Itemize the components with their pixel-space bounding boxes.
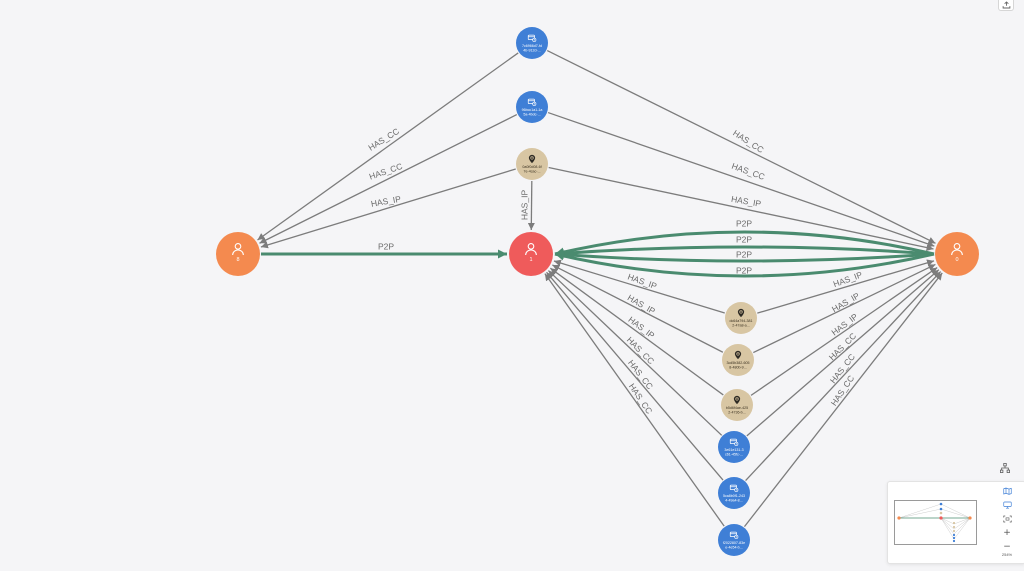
relationship-edge[interactable]: [546, 271, 724, 481]
p2p-edge[interactable]: [554, 250, 935, 263]
relationship-edge[interactable]: [547, 270, 723, 436]
relationship-edge[interactable]: [745, 271, 942, 482]
hierarchy-icon: [1000, 463, 1010, 473]
minimap-viewport[interactable]: [894, 500, 977, 545]
edge-label: HAS_IP: [370, 194, 402, 209]
node-label: dc64a794-381: [730, 319, 753, 323]
node-label: 8: [236, 257, 239, 263]
relationship-edge[interactable]: [553, 259, 725, 314]
node-label: 8-480b-9...: [729, 366, 746, 370]
ip-node[interactable]: 0a0f0d08-6f7e-4cac-...: [516, 148, 548, 180]
node-label: 3e61e131-3: [724, 448, 743, 452]
node-label: 2-47a8-a...: [732, 324, 749, 328]
card-node[interactable]: 96bcc1a1-1a5a-4bdc-...: [516, 91, 548, 123]
relationship-edge[interactable]: [544, 273, 725, 527]
ip-node-circle[interactable]: [725, 302, 757, 334]
layout-button[interactable]: [998, 461, 1012, 475]
node-label: c61-45fc-...: [725, 453, 743, 457]
node-label: 7c6966d7-fd: [522, 44, 542, 48]
relationship-edge[interactable]: [257, 52, 519, 241]
node-label: 4-49a4-8...: [725, 499, 742, 503]
user-node[interactable]: 0: [935, 232, 979, 276]
relationship-edge[interactable]: [549, 267, 724, 396]
node-label: e-4e54-b...: [725, 546, 742, 550]
export-button[interactable]: [998, 0, 1014, 11]
ip-node[interactable]: dc64a794-3812-47a8-a...: [725, 302, 757, 334]
ip-node-circle[interactable]: [721, 389, 753, 421]
node-label: b5d6f4ae-425: [726, 406, 748, 410]
card-node[interactable]: 3e61e131-3c61-45fc-...: [718, 431, 750, 463]
relationship-edge[interactable]: [757, 259, 935, 314]
zoom-in-button[interactable]: +: [1003, 527, 1011, 538]
relationship-edge[interactable]: [753, 263, 936, 354]
edges-layer: HAS_CCHAS_CCHAS_IPHAS_CCHAS_CCHAS_IPHAS_…: [257, 49, 943, 527]
ip-node[interactable]: b5d6f4ae-4252-4736-b...: [721, 389, 753, 421]
zoom-level: 254%: [1001, 552, 1013, 557]
edge-label: P2P: [736, 249, 752, 259]
node-label: f2022807-83e: [723, 541, 745, 545]
relationship-edge[interactable]: [552, 264, 724, 353]
monitor-icon: [1002, 501, 1012, 508]
relationship-edge[interactable]: [746, 269, 940, 437]
p2p-edge[interactable]: [554, 251, 935, 278]
node-label: 0a0f0d08-6f: [522, 165, 541, 169]
ip-node-circle[interactable]: [722, 344, 754, 376]
p2p-edge[interactable]: [554, 230, 935, 257]
relationship-edge[interactable]: [260, 168, 516, 249]
card-node-circle[interactable]: [718, 431, 750, 463]
card-node[interactable]: 7c6966d7-fd4b-912d-...: [516, 27, 548, 59]
p2p-edge[interactable]: [554, 245, 935, 258]
user-node-circle[interactable]: [216, 232, 260, 276]
node-label: 1: [529, 257, 532, 263]
upload-icon: [1002, 1, 1010, 9]
node-label: 5ca8b0f1-243: [723, 494, 745, 498]
expand-icon: [1002, 515, 1012, 522]
minimap-toggle-button[interactable]: [1000, 485, 1014, 496]
relationship-edge[interactable]: [259, 114, 518, 244]
edge-label: P2P: [736, 218, 752, 228]
edge-label: HAS_CC: [730, 161, 766, 182]
fit-view-button[interactable]: [1000, 499, 1014, 510]
minimap-panel: + − 254%: [887, 481, 1024, 564]
card-node[interactable]: f2022807-83ee-4e54-b...: [718, 524, 750, 556]
node-label: 0: [955, 257, 958, 263]
zoom-out-button[interactable]: −: [1003, 541, 1011, 552]
node-label: 5a-4bdc-...: [523, 113, 540, 117]
expand-button[interactable]: [1000, 513, 1014, 524]
edge-label: HAS_CC: [368, 161, 404, 182]
node-label: 3cd5b382-605: [727, 361, 750, 365]
node-label: 4b-912d-...: [523, 49, 540, 53]
map-icon: [1002, 487, 1012, 495]
edge-label: HAS_IP: [519, 190, 529, 221]
relationship-edge[interactable]: [527, 180, 535, 231]
edge-label: P2P: [736, 265, 752, 275]
relationship-edge[interactable]: [548, 166, 934, 252]
graph-toolbar: + −: [999, 485, 1015, 552]
relationship-edge[interactable]: [546, 49, 936, 244]
user-node-circle[interactable]: [509, 232, 553, 276]
ip-node[interactable]: 3cd5b382-6058-480b-9...: [722, 344, 754, 376]
card-node-circle[interactable]: [718, 524, 750, 556]
user-node-circle[interactable]: [935, 232, 979, 276]
ip-node-circle[interactable]: [516, 148, 548, 180]
relationship-edge[interactable]: [547, 111, 935, 248]
node-label: 96bcc1a1-1a: [522, 108, 543, 112]
card-node-circle[interactable]: [516, 91, 548, 123]
card-node-circle[interactable]: [516, 27, 548, 59]
node-label: 2-4736-b...: [728, 411, 745, 415]
minimap-preview: [897, 502, 972, 543]
card-node[interactable]: 5ca8b0f1-2434-49a4-8...: [718, 477, 750, 509]
card-node-circle[interactable]: [718, 477, 750, 509]
relationship-edge[interactable]: [750, 267, 938, 396]
relationship-edge[interactable]: [743, 272, 943, 527]
node-label: 7e-4cac-...: [524, 170, 541, 174]
user-node[interactable]: 1: [509, 232, 553, 276]
user-node[interactable]: 8: [216, 232, 260, 276]
edge-label: P2P: [736, 234, 752, 244]
edge-label: P2P: [378, 241, 394, 251]
